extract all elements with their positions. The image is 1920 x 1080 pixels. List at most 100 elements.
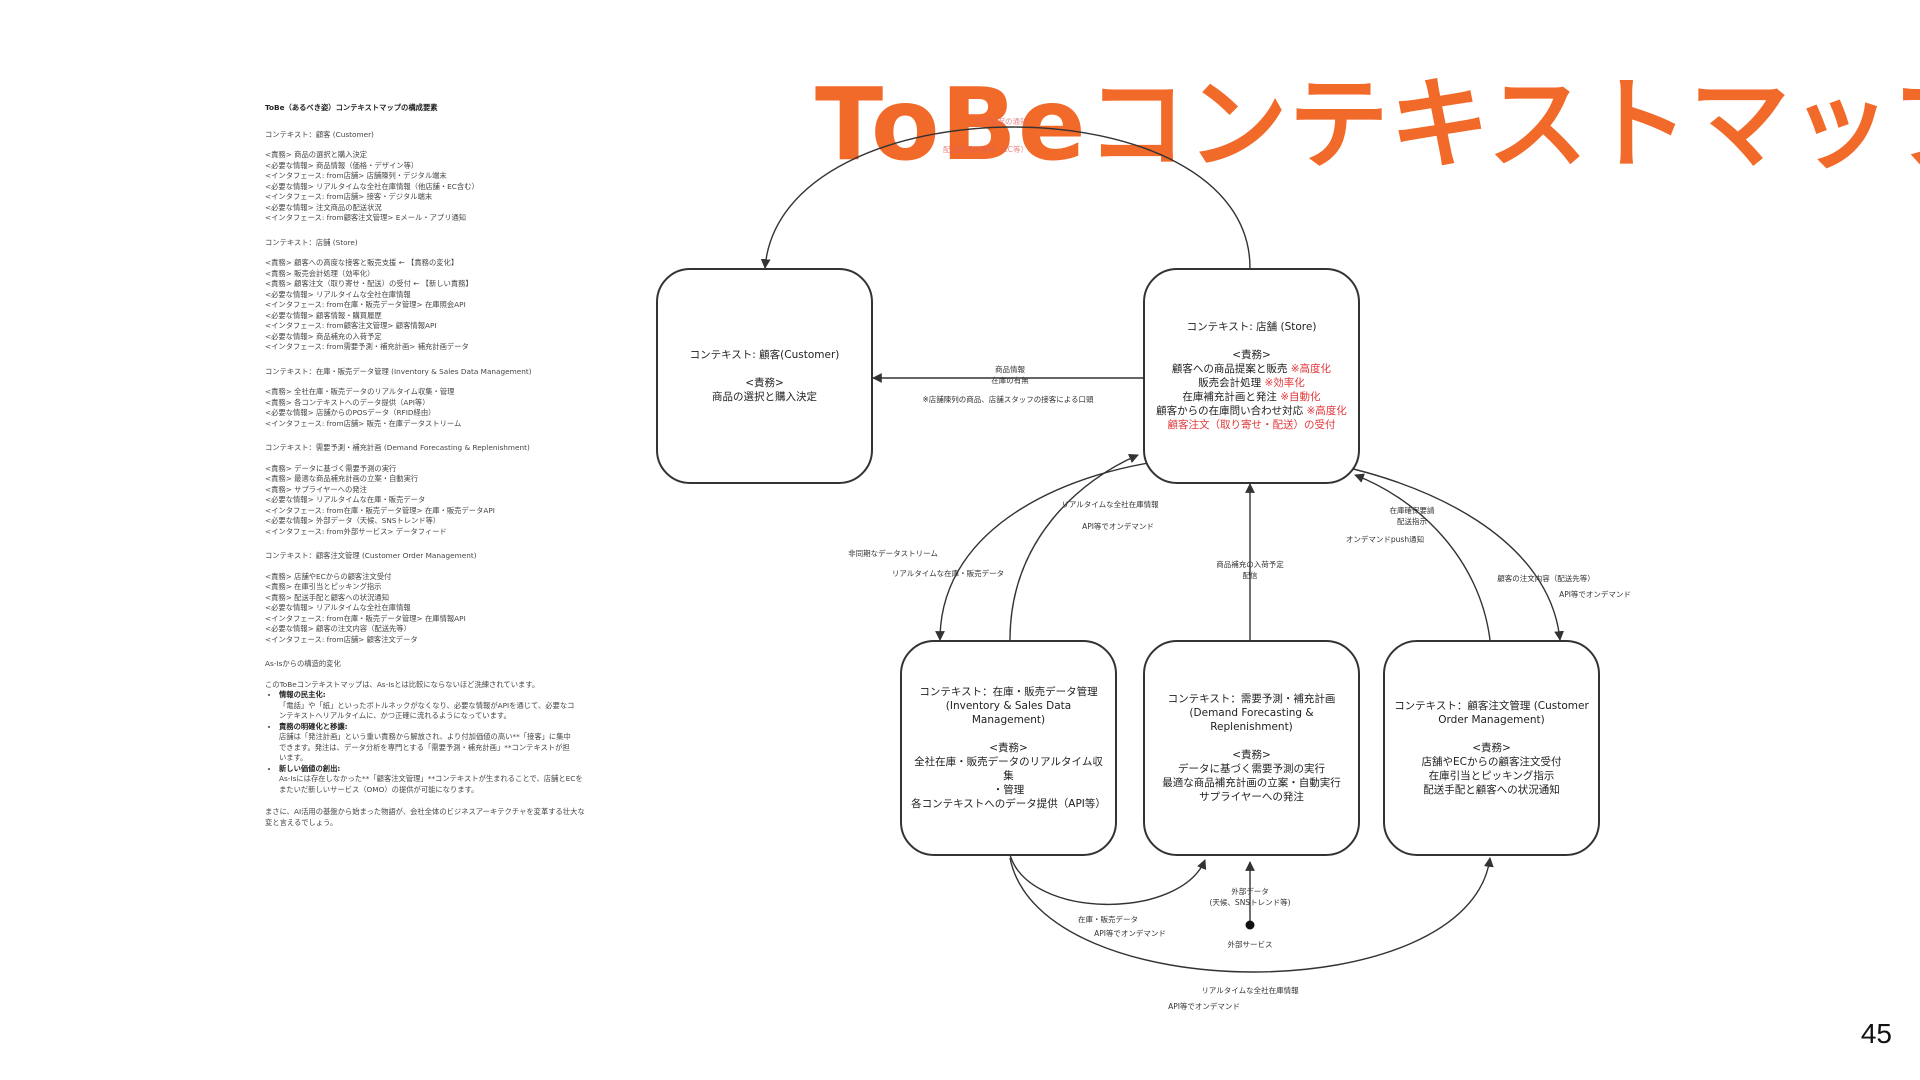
- store-duty-note: ※自動化: [1276, 391, 1321, 403]
- edge-label-top-faint-1: 注文状況の通知: [975, 117, 1028, 126]
- section-line: <インタフェース: from在庫・販売データ管理> 在庫照会API: [265, 300, 466, 309]
- section-line: <必要な情報> リアルタイムな全社在庫情報: [265, 603, 411, 612]
- edge-label-external-data-1: 外部データ: [1231, 887, 1269, 896]
- demand-name-line-1: コンテキスト：需要予測・補充計画: [1167, 693, 1336, 705]
- edge-label-order-to-store: 在庫確保要請 配送指示: [1390, 505, 1435, 527]
- document-section: コンテキスト：需要予測・補充計画 (Demand Forecasting & R…: [265, 443, 595, 545]
- edge-top-store-to-customer: [760, 126, 1251, 269]
- section-line: <インタフェース: from在庫・販売データ管理> 在庫情報API: [265, 613, 466, 623]
- context-customer: コンテキスト: 顧客(Customer) <責務> 商品の選択と購入決定: [656, 268, 873, 484]
- order-name-line-1: コンテキスト：顧客注文管理 (Customer: [1394, 700, 1589, 712]
- bullet-line: います。: [279, 753, 308, 762]
- demand-duty-3: サプライヤーへの発注: [1199, 791, 1304, 803]
- store-duty: 顧客注文（取り寄せ・配送）の受付: [1156, 418, 1347, 432]
- edge-label-store-to-customer-2: 在庫の有無: [991, 376, 1029, 385]
- inventory-name-line-1: コンテキスト：在庫・販売データ管理: [919, 686, 1098, 698]
- document-text-panel: ToBe（あるべき姿）コンテキストマップの構成要素 コンテキスト：顧客 (Cus…: [265, 103, 595, 828]
- context-store: コンテキスト: 店舗 (Store) <責務> 顧客への商品提案と販売 ※高度化…: [1143, 268, 1360, 484]
- bullet-line: As-Isには存在しなかった**「顧客注文管理」**コンテキストが生まれることで…: [279, 774, 583, 783]
- section-line: <必要な情報> リアルタイムな全社在庫情報: [265, 289, 411, 299]
- section-line: <インタフェース: from店舗> 接客・デジタル端末: [265, 192, 433, 201]
- edge-store-to-inventory: [935, 459, 1171, 641]
- section-line: <責務> 顧客注文（取り寄せ・配送）の受付 ← 【新しい責務】: [265, 279, 473, 288]
- store-duty-note: 顧客注文（取り寄せ・配送）の受付: [1167, 419, 1336, 431]
- document-section: コンテキスト：在庫・販売データ管理 (Inventory & Sales Dat…: [265, 367, 595, 438]
- store-duty-note: ※高度化: [1287, 363, 1332, 375]
- document-title: ToBe（あるべき姿）コンテキストマップの構成要素: [265, 103, 438, 112]
- order-duty-1: 店舗やECからの顧客注文受付: [1421, 756, 1562, 768]
- bullet-heading: 責務の明確化と移譲:: [279, 721, 348, 731]
- section-line: <必要な情報> 商品補充の入荷予定: [265, 331, 382, 341]
- store-duty-text: 顧客からの在庫問い合わせ対応: [1156, 405, 1304, 417]
- document-section: コンテキスト：店舗 (Store) <責務> 顧客への高度な接客と販売支援 ← 【…: [265, 238, 595, 361]
- section-heading: コンテキスト：店舗 (Store): [265, 237, 358, 247]
- closing-line: まさに、AI活用の基盤から始まった物語が、会社全体のビジネスアーキテクチャを変革…: [265, 807, 585, 816]
- edge-label-store-to-inventory-2: リアルタイムな在庫・販売データ: [891, 569, 1005, 578]
- section-line: <インタフェース: from店舗> 販売・在庫データストリーム: [265, 418, 462, 428]
- section-heading: コンテキスト：顧客注文管理 (Customer Order Management…: [265, 551, 477, 560]
- section-line: <インタフェース: from在庫・販売データ管理> 在庫・販売データAPI: [265, 505, 495, 515]
- asis-bullet: 責務の明確化と移譲:店舗は「発注計画」という重い責務から解放され、より付加価値の…: [279, 722, 595, 764]
- inventory-duty-3: 各コンテキストへのデータ提供（API等）: [911, 798, 1106, 810]
- section-line: <必要な情報> 顧客の注文内容（配送先等）: [265, 624, 411, 633]
- section-line: <責務> データに基づく需要予測の実行: [265, 463, 397, 473]
- section-line: <責務> 各コンテキストへのデータ提供（API等）: [265, 397, 430, 407]
- bullet-line: ンテキストへリアルタイムに、かつ正確に流れるようになっています。: [279, 711, 511, 720]
- edge-label-store-to-customer-1: 商品情報: [995, 365, 1025, 374]
- document-section: コンテキスト：顧客 (Customer)<責務> 商品の選択と購入決定<必要な情…: [265, 130, 595, 232]
- document-section: コンテキスト：顧客注文管理 (Customer Order Management…: [265, 551, 595, 653]
- edge-label-inventory-to-store-sub: API等でオンデマンド: [1082, 522, 1154, 531]
- store-duty: 販売会計処理 ※効率化: [1156, 376, 1347, 390]
- section-line: <インタフェース: from店舗> 店舗陳列・デジタル端末: [265, 171, 447, 180]
- store-duty-text: 在庫補充計画と発注: [1182, 391, 1277, 403]
- edge-label-inventory-to-store: リアルタイムな全社在庫情報: [1061, 500, 1159, 509]
- asis-section: As-Isからの構造的変化 このToBeコンテキストマップは、As-Isとは比較…: [265, 659, 595, 828]
- edge-inventory-to-demand: [1009, 854, 1207, 906]
- section-line: <必要な情報> リアルタイムな全社在庫情報（他店舗・EC含む）: [265, 181, 479, 191]
- document-sections: コンテキスト：顧客 (Customer)<責務> 商品の選択と購入決定<必要な情…: [265, 130, 595, 654]
- bullet-line: 「電話」や「紙」といったボトルネックがなくなり、必要な情報がAPIを通じて、必要…: [279, 700, 575, 710]
- slide-title: ToBeコンテキストマップ: [815, 66, 1920, 183]
- demand-duty-1: データに基づく需要予測の実行: [1178, 763, 1325, 775]
- section-heading: コンテキスト：顧客 (Customer): [265, 129, 374, 139]
- edge-label-inventory-to-demand-sub: API等でオンデマンド: [1094, 929, 1166, 938]
- demand-name-line-2: (Demand Forecasting & Replenishment): [1189, 707, 1314, 733]
- store-duty: 顧客からの在庫問い合わせ対応 ※高度化: [1156, 404, 1347, 418]
- inventory-duty-2: ・管理: [992, 784, 1025, 796]
- store-duty: 顧客への商品提案と販売 ※高度化: [1156, 362, 1347, 376]
- section-line: <責務> 配送手配と顧客への状況通知: [265, 592, 389, 602]
- section-line: <責務> 全社在庫・販売データのリアルタイム収集・管理: [265, 387, 455, 396]
- section-line: <責務> 販売会計処理（効率化）: [265, 268, 375, 278]
- section-line: <責務> 顧客への高度な接客と販売支援 ← 【責務の変化】: [265, 258, 459, 267]
- order-name-line-2: Order Management): [1438, 714, 1545, 726]
- store-name: コンテキスト: 店舗 (Store): [1186, 321, 1317, 333]
- edge-inventory-to-store: [1009, 453, 1139, 641]
- context-inventory-sales: コンテキスト：在庫・販売データ管理 (Inventory & Sales Dat…: [900, 640, 1117, 856]
- edge-label-store-to-customer: 商品情報 在庫の有無: [991, 364, 1029, 386]
- section-line: <必要な情報> 注文商品の配送状況: [265, 202, 382, 212]
- edge-order-to-store: [1354, 473, 1491, 641]
- page-number: 45: [1860, 1018, 1892, 1049]
- bullet-heading: 情報の民主化:: [279, 690, 326, 699]
- section-line: <必要な情報> リアルタイムな在庫・販売データ: [265, 495, 426, 504]
- edge-label-demand-to-store-1: 商品補充の入荷予定: [1216, 560, 1284, 569]
- edge-label-store-to-customer-sub: ※店舗陳列の商品、店舗スタッフの接客による口頭: [922, 395, 1094, 404]
- section-line: <インタフェース: from顧客注文管理> 顧客情報API: [265, 321, 437, 330]
- store-duty: 在庫補充計画と発注 ※自動化: [1156, 390, 1347, 404]
- edge-label-store-to-order-sub: API等でオンデマンド: [1559, 590, 1631, 599]
- edge-store-to-order: [1309, 459, 1564, 641]
- edge-label-inventory-to-order: リアルタイムな全社在庫情報: [1201, 986, 1299, 995]
- edge-label-store-to-order: 顧客の注文内容（配送先等）: [1497, 574, 1595, 583]
- section-heading: コンテキスト：需要予測・補充計画 (Demand Forecasting & R…: [265, 443, 530, 452]
- edge-label-demand-to-store: 商品補充の入荷予定 配信: [1216, 559, 1284, 581]
- asis-intro: このToBeコンテキストマップは、As-Isとは比較にならないほど洗練されていま…: [265, 679, 540, 689]
- section-line: <責務> 最適な商品補充計画の立案・自動実行: [265, 474, 419, 483]
- bullet-line: 店舗は「発注計画」という重い責務から解放され、より付加価値の高い**「接客」に集…: [279, 732, 571, 741]
- edge-label-external-data: 外部データ (天候、SNSトレンド等): [1210, 886, 1291, 908]
- context-demand-forecasting: コンテキスト：需要予測・補充計画 (Demand Forecasting & R…: [1143, 640, 1360, 856]
- section-line: <インタフェース: from需要予測・補充計画> 補充計画データ: [265, 342, 469, 351]
- edge-label-store-to-inventory-1: 非同期なデータストリーム: [848, 549, 938, 558]
- inventory-duty-1: 全社在庫・販売データのリアルタイム収集: [914, 756, 1103, 782]
- section-line: <インタフェース: from顧客注文管理> Eメール・アプリ通知: [265, 213, 467, 222]
